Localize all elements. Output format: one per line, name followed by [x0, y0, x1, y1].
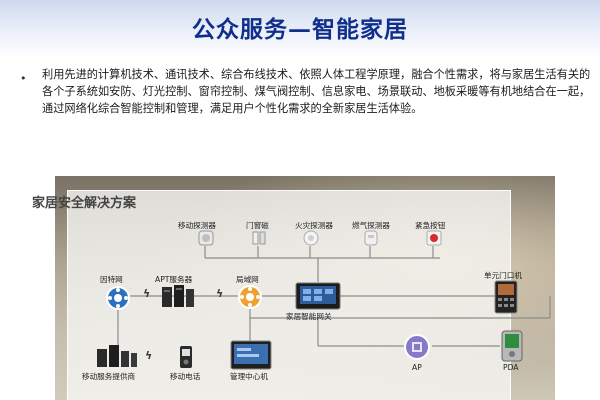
internet-label: 因特网 — [100, 275, 123, 284]
management-monitor-icon — [230, 340, 272, 370]
server-icon — [162, 285, 194, 307]
link-bolt-icon: ϟ — [143, 287, 151, 300]
diagram-title: 家居安全解决方案 — [32, 196, 137, 211]
title-band — [0, 0, 600, 58]
sensor-label-door: 门窗磁 — [246, 221, 269, 230]
gas-detector-icon — [364, 230, 378, 246]
mobile-provider-servers-icon — [97, 345, 137, 367]
management-center-label: 管理中心机 — [230, 372, 268, 381]
apt-server-label: APT服务器 — [155, 275, 193, 284]
ap-label: AP — [412, 363, 422, 372]
access-point-icon — [404, 334, 430, 360]
mobile-phone-icon — [180, 346, 192, 368]
internet-globe-icon — [106, 286, 130, 310]
link-bolt-icon: ϟ — [145, 349, 153, 362]
sensor-label-motion: 移动探测器 — [178, 221, 216, 230]
body-paragraph: 利用先进的计算机技术、通讯技术、综合布线技术、依照人体工程学原理，融合个性需求，… — [42, 68, 591, 115]
gateway-label: 家居智能网关 — [286, 312, 332, 321]
sensor-label-fire: 火灾探测器 — [295, 221, 333, 230]
slide-title: 公众服务—智能家居 — [192, 16, 408, 43]
mobile-phone-label: 移动电话 — [170, 372, 201, 381]
pda-icon — [501, 330, 523, 362]
link-bolt-icon: ϟ — [216, 287, 224, 300]
diagram-panel — [67, 190, 511, 400]
lan-label: 局域网 — [236, 275, 259, 284]
lan-hub-icon — [238, 285, 262, 309]
door-sensor-icon — [252, 231, 266, 245]
emergency-button-icon — [426, 230, 442, 246]
sensor-label-gas: 燃气探测器 — [352, 221, 390, 230]
door-intercom-icon — [494, 280, 518, 314]
motion-detector-icon — [198, 230, 214, 246]
mobile-provider-label: 移动服务提供商 — [82, 372, 136, 381]
sensor-label-emergency: 紧急按钮 — [415, 221, 446, 230]
door-unit-label: 单元门口机 — [484, 271, 522, 280]
gateway-panel-icon — [295, 282, 341, 310]
bullet-marker: • — [20, 72, 27, 85]
fire-detector-icon — [303, 230, 319, 246]
pda-label: PDA — [503, 363, 519, 372]
